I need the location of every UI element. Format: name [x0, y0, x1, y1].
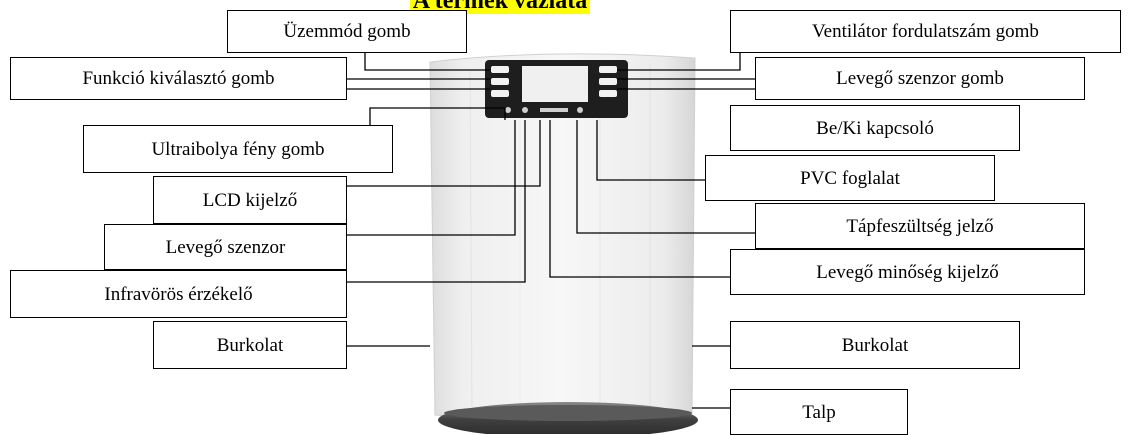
label-levego-minoseg-kijelzo: Levegő minőség kijelző [730, 249, 1085, 295]
label-burkolat-right: Burkolat [730, 321, 1020, 369]
panel-button [599, 66, 617, 73]
control-panel [485, 60, 628, 118]
label-uzemmod-gomb: Üzemmód gomb [227, 10, 467, 53]
label-funkcio-kivalaszto-gomb: Funkció kiválasztó gomb [10, 57, 347, 100]
air-purifier-illustration [429, 53, 698, 434]
label-be-ki-kapcsolo: Be/Ki kapcsoló [730, 105, 1020, 151]
label-ventilator-fordulatszam-gomb: Ventilátor fordulatszám gomb [730, 10, 1121, 53]
label-talp: Talp [730, 389, 908, 435]
label-levego-szenzor: Levegő szenzor [104, 224, 347, 270]
panel-button [599, 90, 617, 97]
panel-button [491, 90, 509, 97]
panel-button [491, 78, 509, 85]
label-infravoros-erzekelo: Infravörös érzékelő [10, 270, 347, 318]
label-ultraibolya-feny-gomb: Ultraibolya fény gomb [83, 125, 393, 173]
leader-lines [347, 53, 755, 409]
label-tapfeszultseg-jelzo: Tápfeszültség jelző [755, 203, 1085, 249]
label-burkolat-left: Burkolat [153, 321, 347, 369]
label-pvc-foglalat: PVC foglalat [705, 155, 995, 201]
panel-button [491, 66, 509, 73]
panel-button [599, 78, 617, 85]
label-lcd-kijelzo: LCD kijelző [153, 176, 347, 224]
label-levego-szenzor-gomb: Levegő szenzor gomb [755, 57, 1085, 100]
lcd-screen [522, 66, 588, 102]
